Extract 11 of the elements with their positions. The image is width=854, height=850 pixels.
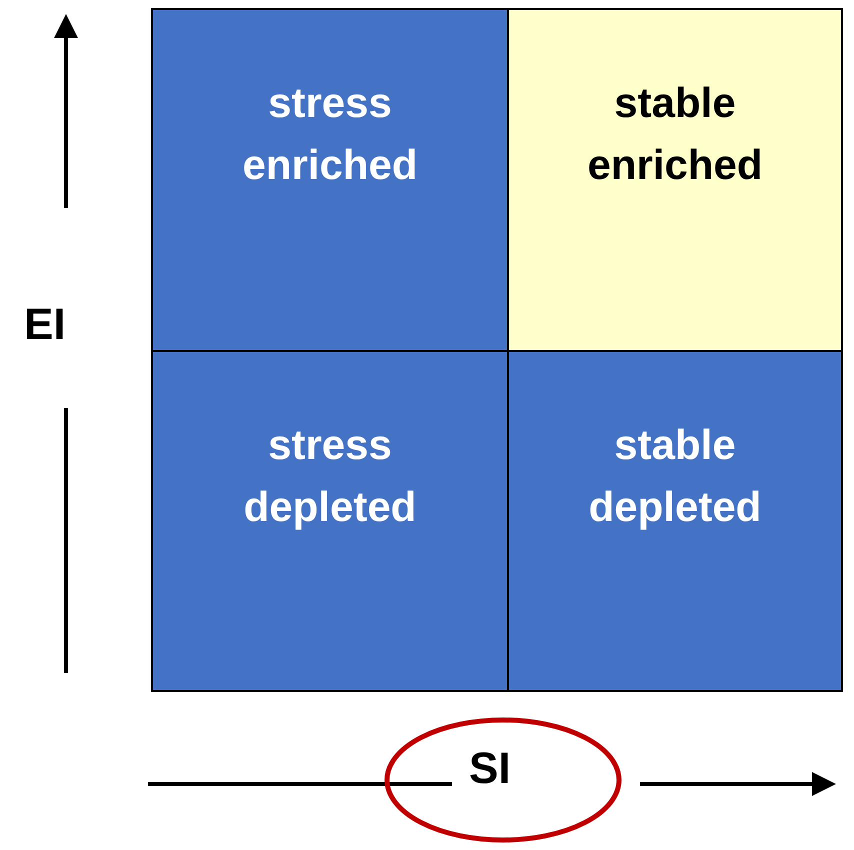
highlight-ellipse (383, 716, 623, 844)
quadrant-label: stress depleted (242, 420, 418, 532)
axis-label: EI (24, 300, 66, 350)
quadrant-cell (151, 8, 509, 352)
quadrant-label: stable enriched (586, 78, 764, 190)
quadrant-label: stable depleted (588, 420, 762, 532)
quadrant-cell (507, 350, 843, 692)
quadrant-label: stress enriched (241, 78, 419, 190)
quadrant-cell (507, 8, 843, 352)
axis-label: SI (469, 744, 511, 794)
quadrant-cell (151, 350, 509, 692)
